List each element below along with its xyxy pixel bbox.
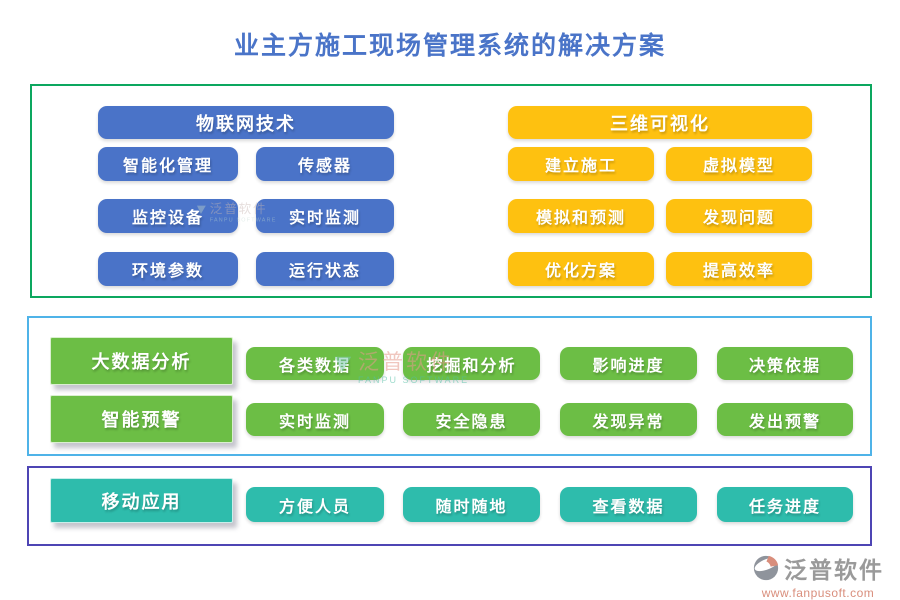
btn-view-data: 查看数据 [560,487,697,522]
btn-various-data: 各类数据 [246,347,384,380]
btn-safety-hazard: 安全隐患 [403,403,540,436]
fanpu-logo: 泛普软件 www.fanpusoft.com [742,551,894,600]
feature-mobile-app: 移动应用 [50,478,233,523]
btn-environment-parameters: 环境参数 [98,252,238,286]
btn-optimization-plan: 优化方案 [508,252,654,286]
btn-virtual-model: 虚拟模型 [666,147,812,181]
btn-sensor: 传感器 [256,147,394,181]
btn-realtime-monitoring: 实时监测 [256,199,394,233]
feature-big-data-analysis: 大数据分析 [50,337,233,385]
page-title: 业主方施工现场管理系统的解决方案 [233,32,666,60]
btn-decision-basis: 决策依据 [717,347,853,380]
fanpu-logo-icon [753,555,780,581]
section-frame-mobile [27,466,872,546]
btn-task-progress: 任务进度 [717,487,853,522]
header-iot-technology: 物联网技术 [98,106,394,139]
section-frame-bigdata-warning [27,316,872,456]
btn-find-problems: 发现问题 [666,199,812,233]
fanpu-logo-text: 泛普软件 [784,557,884,583]
btn-monitoring-equipment: 监控设备 [98,199,238,233]
btn-anomaly-detection: 发现异常 [560,403,697,436]
btn-impact-progress: 影响进度 [560,347,697,380]
section-frame-iot-visualization [30,84,872,298]
btn-running-status: 运行状态 [256,252,394,286]
btn-simulation-prediction: 模拟和预测 [508,199,654,233]
btn-mining-analysis: 挖掘和分析 [403,347,540,380]
btn-improve-efficiency: 提高效率 [666,252,812,286]
btn-issue-warning: 发出预警 [717,403,853,436]
btn-smart-management: 智能化管理 [98,147,238,181]
feature-smart-warning: 智能预警 [50,395,233,443]
header-3d-visualization: 三维可视化 [508,106,812,139]
fanpu-logo-url: www.fanpusoft.com [761,586,875,600]
btn-anytime-anywhere: 随时随地 [403,487,540,522]
btn-build-construction: 建立施工 [508,147,654,181]
btn-convenient-personnel: 方便人员 [246,487,384,522]
btn-realtime-monitoring-warning: 实时监测 [246,403,384,436]
